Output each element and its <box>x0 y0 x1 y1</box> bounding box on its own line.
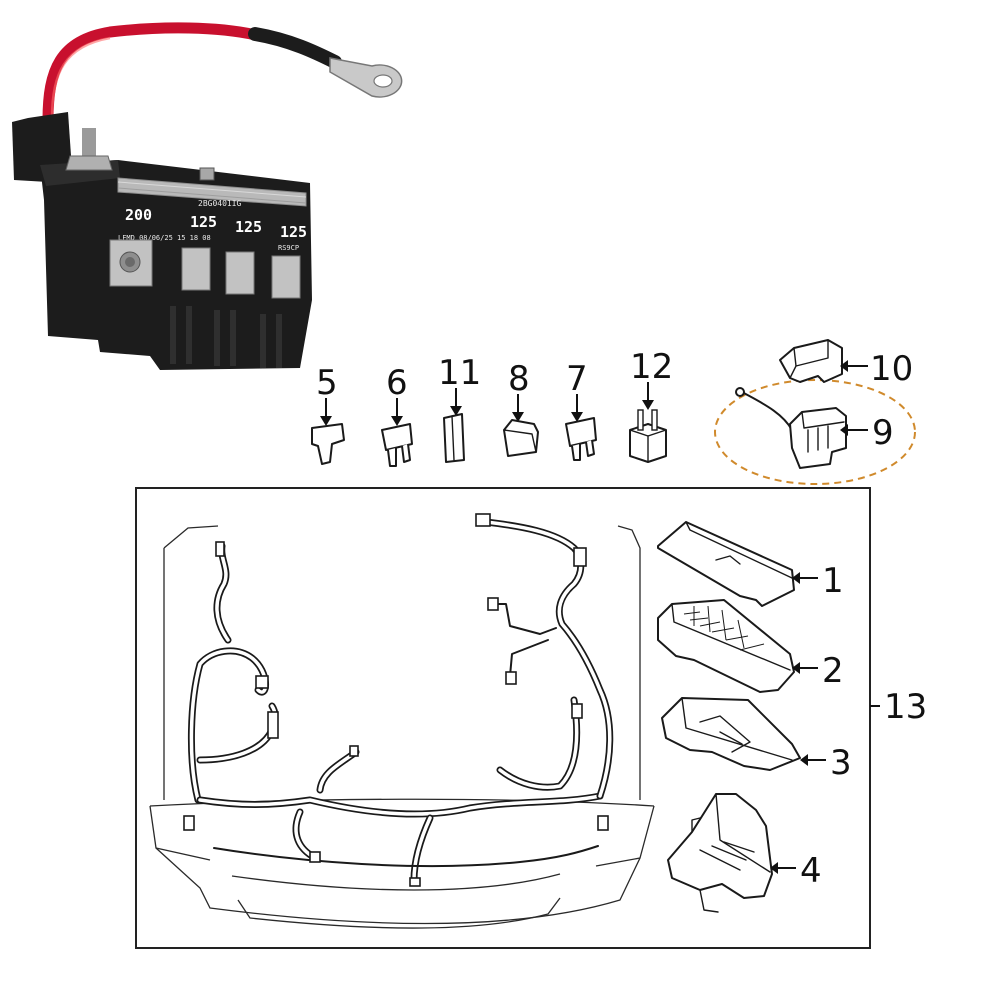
harness-connectors <box>183 513 609 887</box>
callout-1: 1 <box>822 561 844 601</box>
part-1-fusebox-cover: 1 <box>657 521 844 607</box>
terminal-125-a <box>181 247 211 291</box>
callout-3: 3 <box>830 743 852 783</box>
part-9-fuse-holder: 9 <box>735 387 894 469</box>
fuse-rating-2: 125 <box>190 213 217 231</box>
callout-10: 10 <box>870 349 913 389</box>
fuse-rating-4: 125 <box>280 223 307 241</box>
terminal-125-b <box>225 251 255 295</box>
part-10-cover: 10 <box>779 339 913 389</box>
part-12-relay: 12 <box>629 347 673 463</box>
part-11-slim-fuse: 11 <box>438 353 481 463</box>
highlight-ring <box>714 379 916 485</box>
callout-11: 11 <box>438 353 481 393</box>
fuse-rating-1: 200 <box>125 206 152 224</box>
red-battery-cable <box>42 22 266 126</box>
part-7-fuse: 7 <box>565 359 597 461</box>
part-4-bracket: 4 <box>667 793 822 913</box>
part-8-relay: 8 <box>503 359 539 457</box>
part-2-fusebox: 2 <box>657 599 844 693</box>
part-3-tray: 3 <box>661 697 852 783</box>
terminal-125-c <box>271 255 301 299</box>
small-parts-row: 5 6 11 8 <box>311 347 673 467</box>
engine-bay-diagram: 1 2 3 <box>135 487 871 949</box>
parts-9-10-group: 10 9 <box>714 339 916 485</box>
callout-13-group: 13 <box>870 687 927 727</box>
date-print-text: LFMD 08/06/25 15 18 08 <box>118 234 211 242</box>
callout-9: 9 <box>872 413 894 453</box>
fuse-box-body <box>40 160 312 370</box>
callout-5: 5 <box>316 363 338 403</box>
box-code-text: 2BG0401IG <box>198 199 242 208</box>
part-6-fuse: 6 <box>381 363 413 467</box>
part-print-text: RS9CP <box>278 244 299 252</box>
callout-7: 7 <box>566 359 588 399</box>
part-5-mini-fuse: 5 <box>311 363 345 465</box>
callout-4: 4 <box>800 851 822 891</box>
callout-2: 2 <box>822 651 844 691</box>
battery-fuse-box-photo: 2BG0401IG 200 125 125 125 LFMD 08/06/25 … <box>12 22 403 370</box>
callout-6: 6 <box>386 363 408 403</box>
callout-8: 8 <box>508 359 530 399</box>
callout-12: 12 <box>630 347 673 387</box>
callout-13: 13 <box>884 687 927 727</box>
fuse-rating-3: 125 <box>235 218 262 236</box>
